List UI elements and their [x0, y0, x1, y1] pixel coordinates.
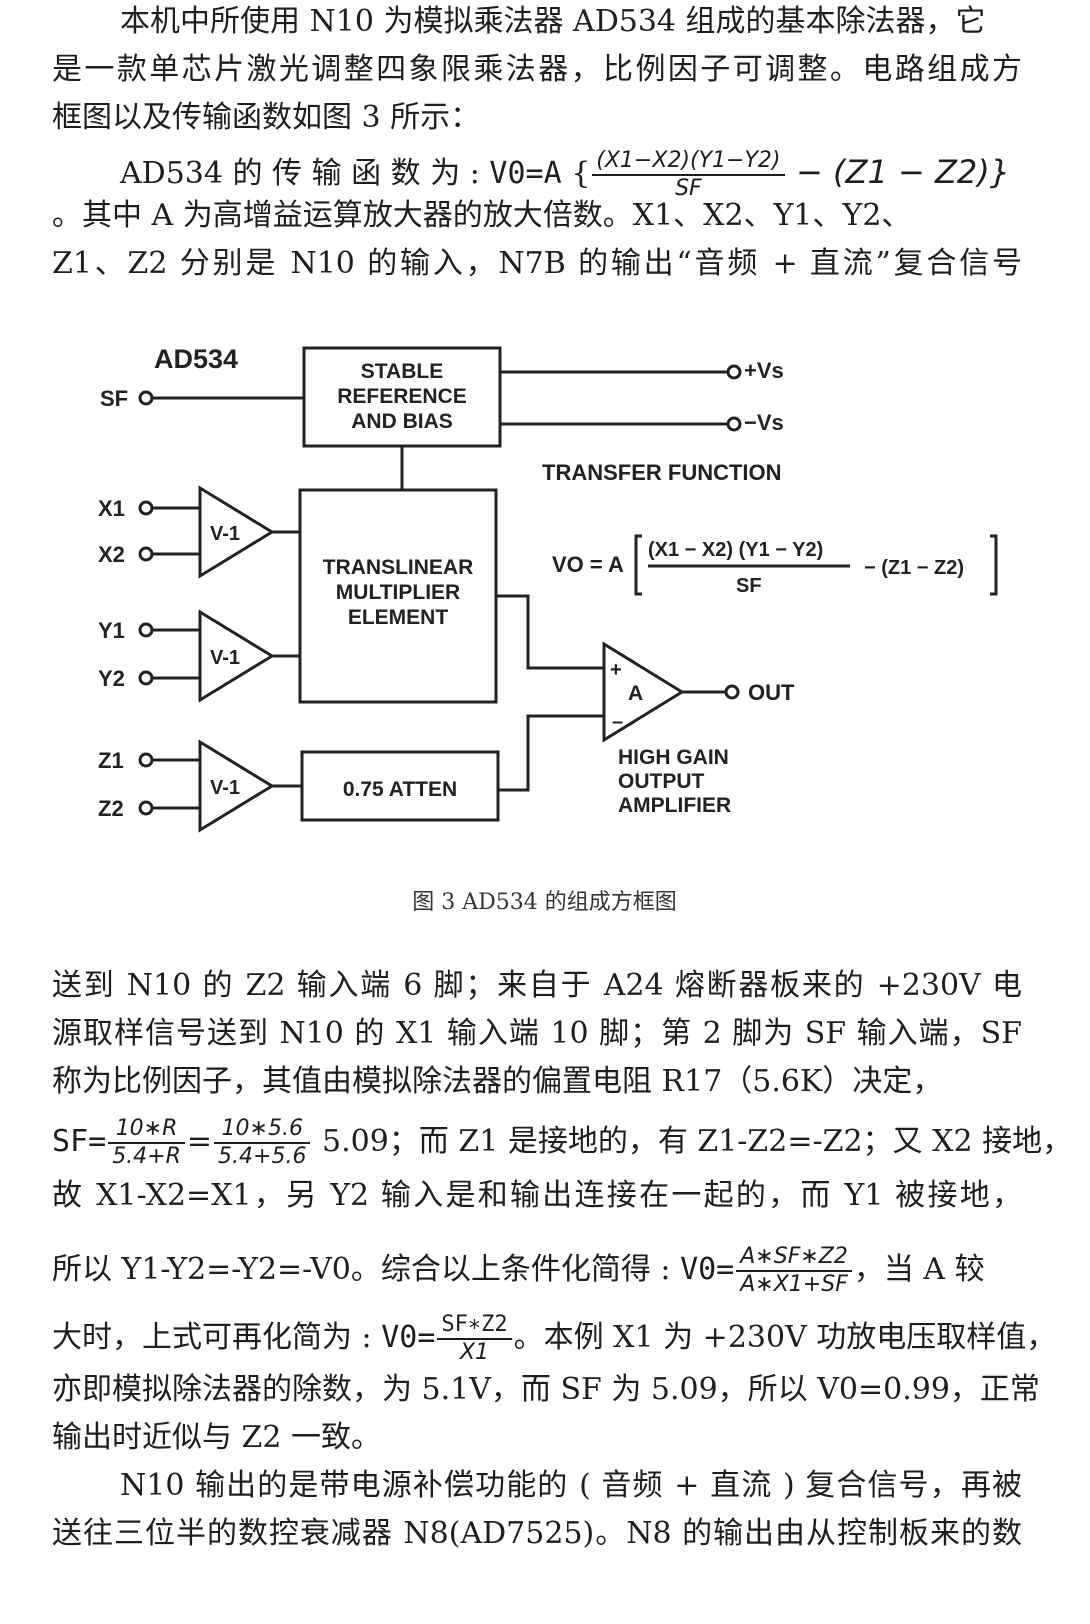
formula-equals: =: [186, 1124, 213, 1159]
multiplier-box-label: ELEMENT: [348, 606, 449, 629]
paragraph-line: 本机中所使用 N10 为模拟乘法器 AD534 组成的基本除法器，它: [120, 4, 986, 39]
paragraph-line: 亦即模拟除法器的除数，为 5.1V，而 SF 为 5.09，所以 V0=0.99…: [52, 1372, 1040, 1407]
formula-rest: 。本例 X1 为 +230V 功放电压取样值，: [513, 1320, 1057, 1355]
paragraph-line: Z1、Z2 分别是 N10 的输入，N7B 的输出“音频 + 直流”复合信号: [52, 246, 1022, 281]
buffer-label: V-1: [210, 523, 240, 545]
tf-lhs: VO = A: [552, 552, 624, 577]
input-label: X2: [98, 542, 125, 567]
transfer-function-title: TRANSFER FUNCTION: [542, 460, 782, 485]
formula-prefix: 所以 Y1-Y2=-Y2=-V0。综合以上条件化简得 :: [52, 1252, 671, 1287]
paragraph-line: 送往三位半的数控衰减器 N8(AD7525)。N8 的输出由从控制板来的数: [52, 1516, 1022, 1551]
fraction-denominator: 5.4+R: [112, 1144, 181, 1169]
multiplier-box-label: MULTIPLIER: [336, 581, 460, 604]
input-label: Z1: [98, 748, 124, 773]
reference-box-label: STABLE: [361, 360, 443, 383]
vs-plus-pin: [726, 364, 742, 380]
ad534-block-diagram: AD534 STABLE REFERENCE AND BIAS SF +Vs −…: [98, 344, 998, 833]
formula-lhs: SF=: [52, 1124, 107, 1159]
paragraph-line: N10 输出的是带电源补偿功能的 ( 音频 + 直流 ) 复合信号，再被: [120, 1468, 1022, 1503]
fraction-numerator: 10∗R: [108, 1116, 185, 1144]
sf-pin-label: SF: [100, 386, 128, 411]
diagram-title: AD534: [154, 344, 238, 374]
tf-numerator: (X1 − X2) (Y1 − Y2): [648, 539, 823, 561]
out-pin: [724, 684, 740, 700]
formula-rest: − (Z1 − Z2)}: [796, 153, 1011, 191]
diagram-transfer-function: VO = A (X1 − X2) (Y1 − Y2) SF − (Z1 − Z2…: [552, 534, 998, 597]
paragraph-line: 。其中 A 为高增益运算放大器的放大倍数。X1、X2、Y1、Y2、: [52, 198, 912, 233]
paragraph-line: 故 X1-X2=X1，另 Y2 输入是和输出连接在一起的，而 Y1 被接地，: [52, 1178, 1022, 1213]
formula-rest: ，当 A 较: [853, 1252, 985, 1287]
figure-caption: 图 3 AD534 的组成方框图: [412, 890, 677, 915]
buffer-label: V-1: [210, 777, 240, 799]
formula-lhs: V0=: [381, 1320, 436, 1355]
amp-label: A: [628, 682, 643, 705]
vs-minus-label: −Vs: [744, 410, 784, 435]
vs-minus-pin: [726, 416, 742, 432]
buffer-label: V-1: [210, 647, 240, 669]
sf-pin: [138, 390, 154, 406]
paragraph-line: 是一款单芯片激光调整四象限乘法器，比例因子可调整。电路组成方: [52, 52, 1022, 87]
y-buffer: [198, 609, 275, 703]
fraction-denominator: A∗X1+SF: [740, 1272, 848, 1297]
amp-minus-sign: –: [612, 711, 623, 733]
fraction-numerator: (X1−X2)(Y1−Y2): [592, 148, 785, 176]
amp-plus-sign: +: [610, 659, 622, 681]
formula-prefix: 大时，上式可再化简为 :: [52, 1320, 372, 1355]
reference-box-label: REFERENCE: [337, 385, 467, 408]
attenuator-box-label: 0.75 ATTEN: [343, 778, 457, 801]
transfer-function-formula: AD534 的 传 输 函 数 为 : V0=A {(X1−X2)(Y1−Y2)…: [120, 142, 1090, 202]
paragraph-line: 送到 N10 的 Z2 输入端 6 脚；来自于 A24 熔断器板来的 +230V…: [52, 968, 1022, 1003]
fraction-numerator: SF∗Z2: [437, 1312, 512, 1340]
formula-prefix: AD534 的 传 输 函 数 为 :: [120, 156, 480, 191]
x-buffer: [198, 485, 275, 579]
fraction-numerator: 10∗5.6: [214, 1116, 311, 1144]
reference-box-label: AND BIAS: [351, 410, 453, 433]
tf-denominator: SF: [736, 575, 762, 597]
paragraph-line: 称为比例因子，其值由模拟除法器的偏置电阻 R17（5.6K）决定，: [52, 1064, 943, 1099]
amplifier-caption: HIGH GAIN: [618, 746, 729, 769]
paragraph-line: 框图以及传输函数如图 3 所示：: [52, 100, 481, 135]
input-label: Y1: [98, 618, 125, 643]
fraction-numerator: A∗SF∗Z2: [736, 1244, 852, 1272]
attenuator-box: [300, 750, 500, 822]
input-label: Y2: [98, 666, 125, 691]
paragraph-line: 输出时近似与 Z2 一致。: [52, 1420, 382, 1455]
input-label: Z2: [98, 796, 124, 821]
formula-brace: {: [571, 156, 591, 191]
vs-plus-label: +Vs: [744, 358, 784, 383]
tf-rest: − (Z1 − Z2): [864, 557, 964, 579]
paragraph-line: 源取样信号送到 N10 的 X1 输入端 10 脚；第 2 脚为 SF 输入端，…: [52, 1016, 1022, 1051]
formula-rest: 5.09；而 Z1 是接地的，有 Z1-Z2=-Z2；又 X2 接地，: [322, 1124, 1073, 1159]
multiplier-box-label: TRANSLINEAR: [323, 556, 474, 579]
high-gain-amplifier: [602, 641, 685, 743]
amplifier-caption: AMPLIFIER: [618, 794, 731, 817]
amplifier-caption: OUTPUT: [618, 770, 705, 793]
fraction-denominator: SF: [675, 176, 702, 201]
formula-lhs: V0=: [680, 1252, 735, 1287]
z-buffer: [198, 739, 275, 833]
formula-fraction: (X1−X2)(Y1−Y2)SF: [592, 148, 785, 202]
formula-lhs: V0=A: [489, 156, 562, 191]
fraction-denominator: 5.4+5.6: [218, 1144, 307, 1169]
input-label: X1: [98, 496, 125, 521]
fraction-denominator: X1: [459, 1340, 490, 1365]
out-label: OUT: [748, 680, 795, 705]
